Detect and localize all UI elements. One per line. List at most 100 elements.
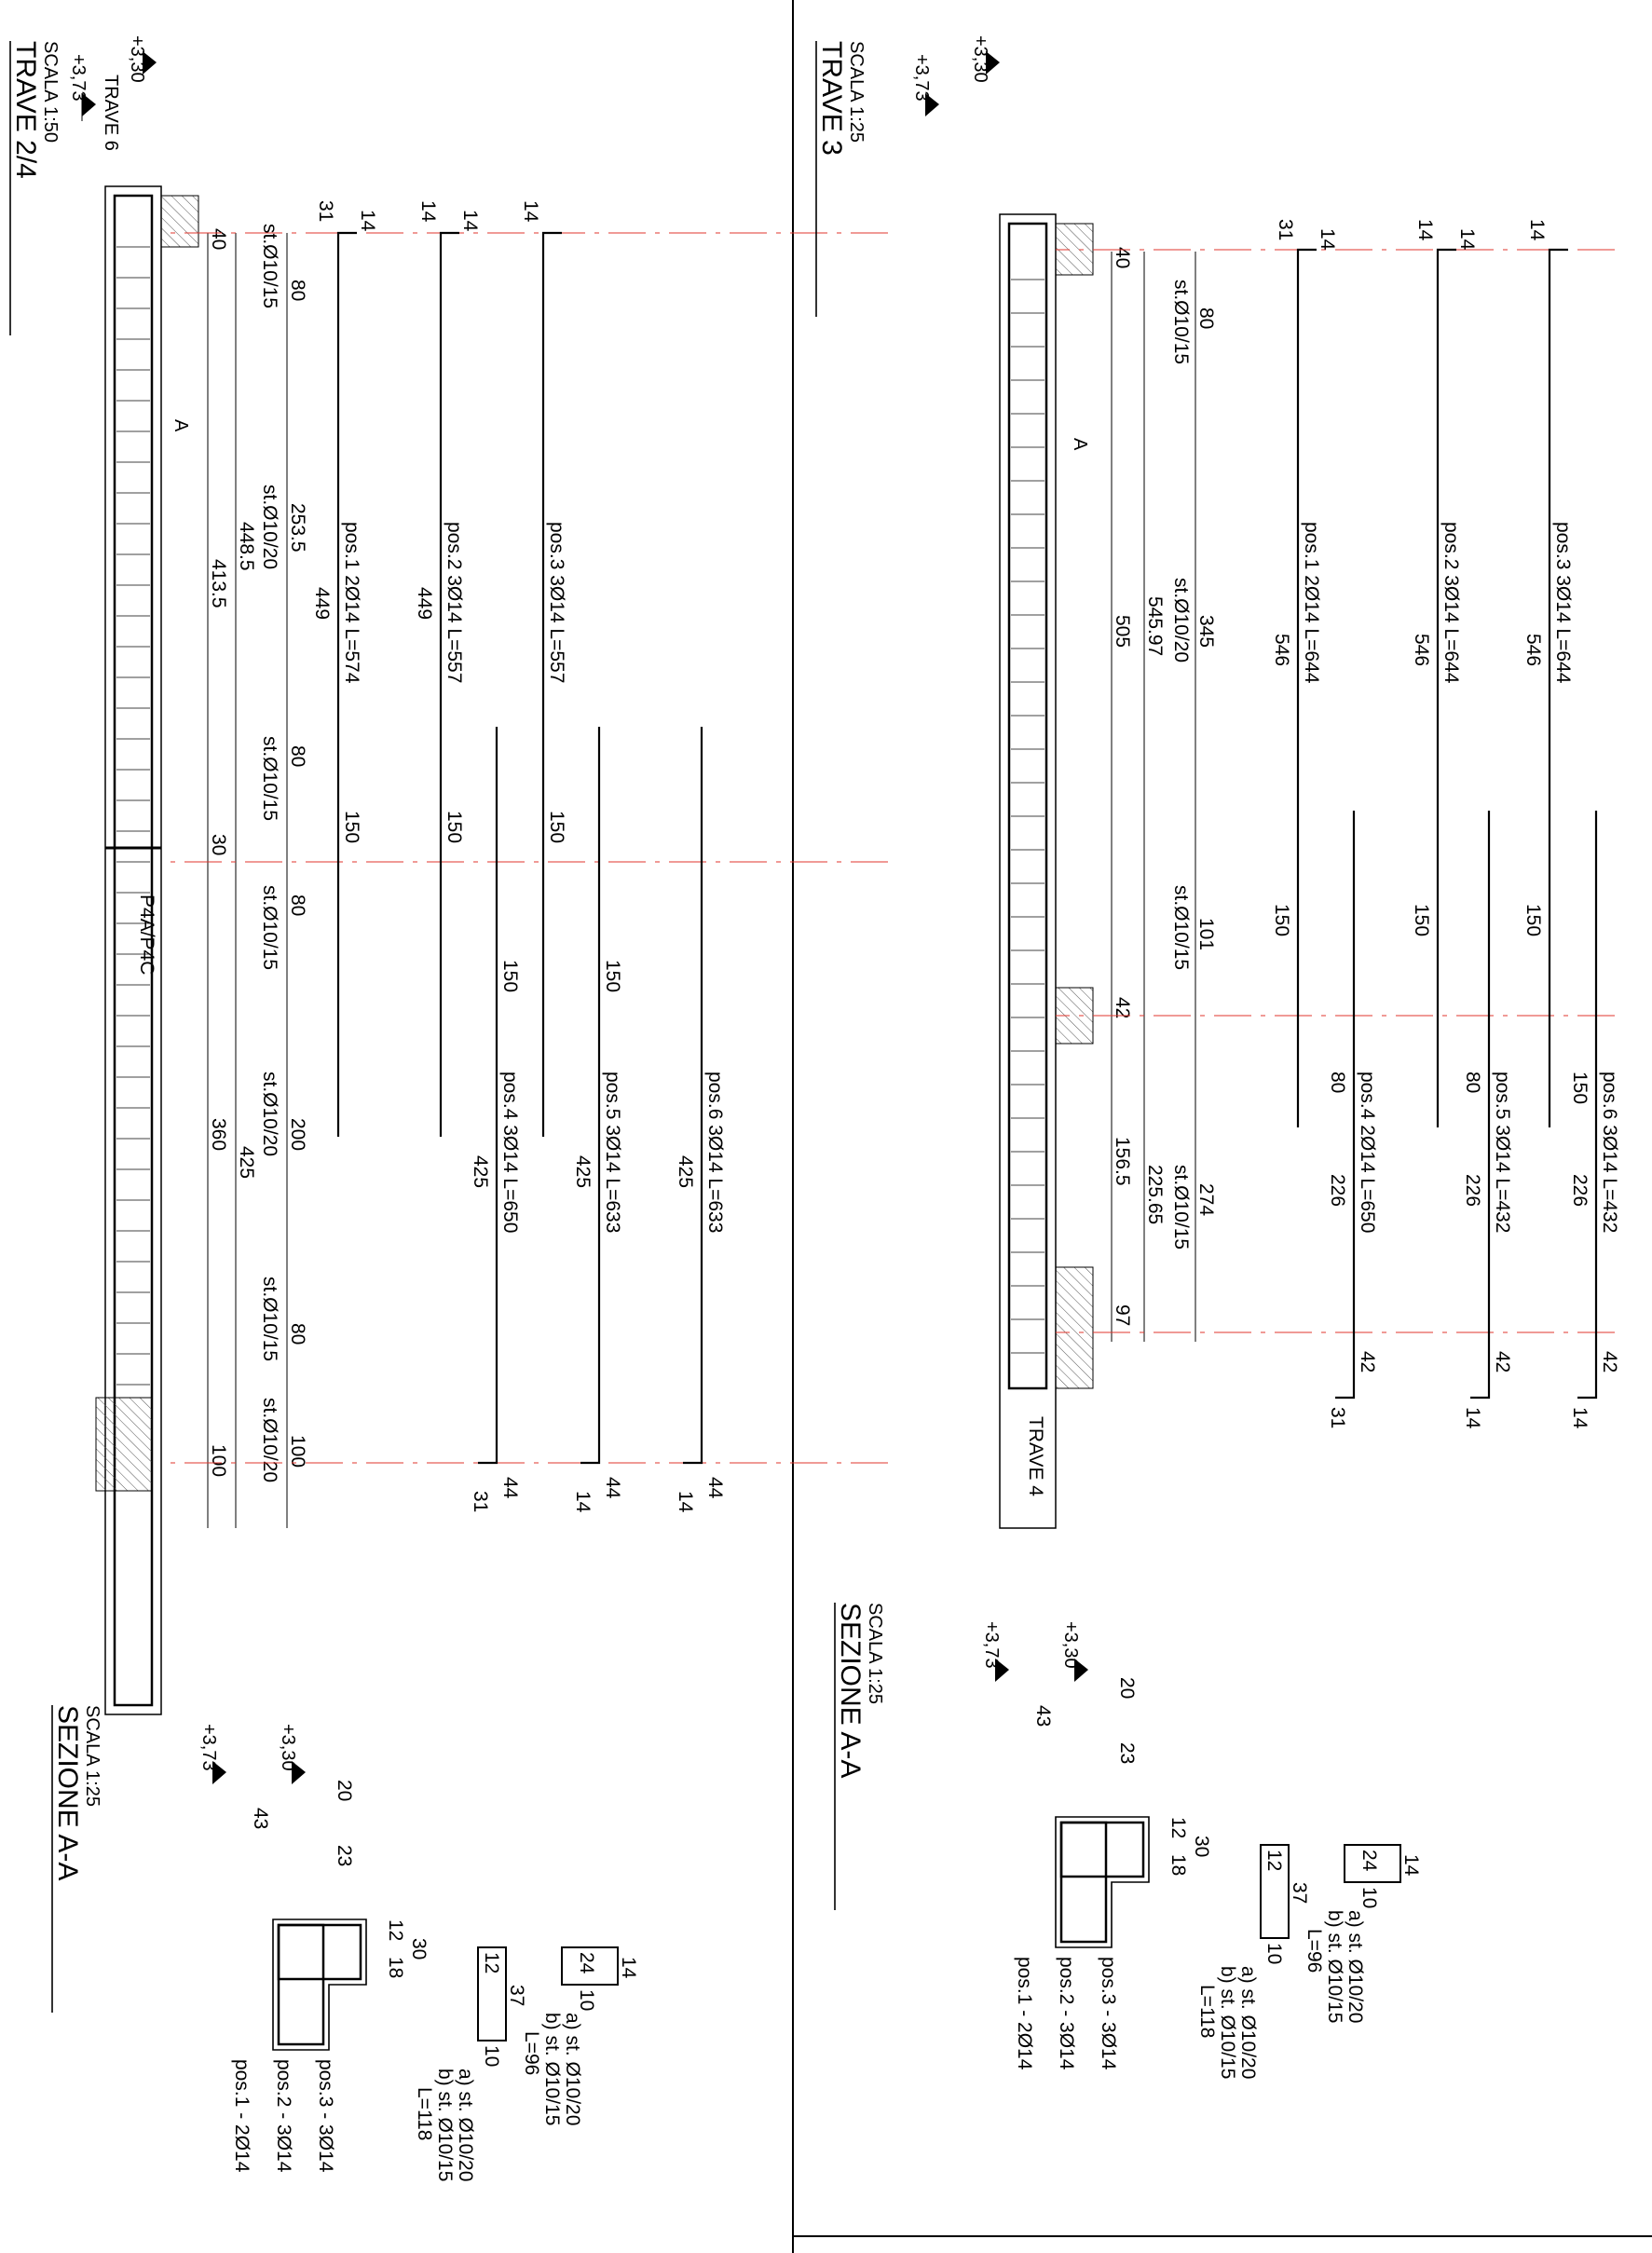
section-outline-0 — [272, 1918, 367, 2051]
stirrup-b-lab-3: st.Ø10/15 — [1170, 885, 1192, 970]
section-outline-1 — [1055, 1816, 1150, 1948]
stirrup-b-dim-2: 345 — [1195, 615, 1217, 648]
bottom-bar-lap-3: 150 — [1522, 904, 1544, 936]
stirrup-dim-1: 80 — [287, 280, 308, 301]
section-width-a-0: 20 — [334, 1780, 355, 1801]
bottom-bar-hook2-1: 14 — [1317, 228, 1338, 251]
bottom-bar-hook-1: 31 — [1275, 219, 1296, 240]
section-width-b-1: 23 — [1116, 1742, 1138, 1764]
dim-b-156-5: 156.5 — [1112, 1137, 1133, 1186]
section-level-bottom-0: +3,30 — [278, 1724, 298, 1771]
dim-b-97: 97 — [1112, 1304, 1133, 1326]
dim-40: 40 — [208, 228, 229, 250]
beam-3-elevation: TRAVE 4 A — [999, 213, 1094, 1529]
bottom-bar-pos-2: pos.2 3Ø14 L=644 — [1440, 522, 1462, 684]
section-depth-a-1: 12 — [1167, 1817, 1189, 1838]
beam-3-title: TRAVE 3 — [816, 41, 847, 156]
beam-3-group: TRAVE 3 SCALA 1:25 +3,73 +3,30 TRAV — [815, 35, 1620, 1529]
bottom-bar-pos-6: pos.6 3Ø14 L=432 — [1599, 1072, 1620, 1233]
bottom-bar-len-5: 226 — [1462, 1174, 1483, 1207]
bottom-bar-lap-1: 150 — [1271, 904, 1292, 936]
stirrup-dim-5: 200 — [287, 1118, 308, 1151]
beam-3-scale: SCALA 1:25 — [846, 41, 867, 143]
top-bar-pos-4: pos.4 3Ø14 L=650 — [499, 1072, 521, 1233]
beam-2-4-group: TRAVE 2/4 SCALA 1:50 +3,73 +3,30 TRAVE 6 — [9, 35, 888, 1715]
beam-3-dimensions: 40 505 42 156.5 97 545.97 225.65 — [1111, 247, 1166, 1342]
top-bar-hook2-2: 14 — [459, 210, 481, 232]
section-width-total-0: 43 — [250, 1808, 271, 1829]
stirrup-a-hook-1: 10 — [1263, 1943, 1285, 1964]
top-bar-lap-2: 150 — [444, 811, 465, 843]
bottom-bar-len-4: 226 — [1327, 1174, 1348, 1207]
top-bar-lap-5: 150 — [602, 960, 623, 992]
section-depth-b-0: 18 — [385, 1957, 406, 1978]
stirrup-b-dim-4: 274 — [1195, 1183, 1217, 1216]
stirrup-b-lab0-0: a) st. Ø10/20 — [562, 2013, 583, 2125]
stirrup-a-h-0: 12 — [481, 1952, 502, 1973]
stirrup-a-hook-0: 10 — [481, 2045, 502, 2067]
dim-448-5: 448.5 — [236, 522, 257, 571]
bottom-bar-pos-1: pos.1 2Ø14 L=644 — [1301, 522, 1322, 684]
section-rebar-label-0-1: pos.2 - 3Ø14 — [273, 2059, 294, 2173]
bottom-bar-pos-5: pos.5 3Ø14 L=432 — [1492, 1072, 1513, 1233]
top-bar-len-2: 449 — [414, 587, 435, 620]
stirrup-dim-6: 80 — [287, 1323, 308, 1345]
stirrup-b-w-0: 14 — [618, 1957, 639, 1979]
pillar-label: P4A/P4C — [136, 894, 157, 975]
top-bar-lower-5 — [580, 727, 601, 1465]
dim-413-5: 413.5 — [208, 559, 229, 608]
bottom-bar-hook-3: 14 — [1526, 219, 1548, 241]
bottom-bar-upper-1 — [1296, 248, 1317, 1127]
beam-2-4-stirrup-dims: 80 st.Ø10/15 253.5 st.Ø10/20 80 st.Ø10/1… — [259, 224, 308, 1528]
stirrup-b-dim-1: 80 — [1195, 307, 1217, 329]
bottom-bar-hook2-2: 14 — [1456, 228, 1478, 251]
top-bar-upper-1 — [336, 231, 357, 1137]
stirrup-b-len-1: L=96 — [1304, 1929, 1325, 1973]
section-level-top-1: +3,73 — [981, 1621, 1002, 1669]
section-width-total-1: 43 — [1032, 1705, 1054, 1727]
section-scale-0: SCALA 1:25 — [82, 1705, 102, 1807]
top-bar-hook-2: 14 — [417, 200, 439, 223]
bottom-bar-hook-2: 14 — [1414, 219, 1436, 241]
section-mark-a: A — [171, 419, 191, 432]
bottom-bar-end-4: 42 — [1357, 1351, 1378, 1372]
bottom-bar-pos-4: pos.4 2Ø14 L=650 — [1357, 1072, 1378, 1233]
dim-30: 30 — [208, 834, 229, 855]
bottom-bar-lap-5: 80 — [1462, 1072, 1483, 1093]
top-bar-pos-1: pos.1 2Ø14 L=574 — [341, 522, 362, 684]
stirrup-b-lab0-1: a) st. Ø10/20 — [1345, 1910, 1366, 2023]
section-depth-total-1: 30 — [1191, 1836, 1212, 1857]
top-bar-hook2-1: 14 — [357, 210, 378, 232]
stirrup-b-len-0: L=96 — [521, 2031, 542, 2075]
section-rebar-label-1-1: pos.2 - 3Ø14 — [1056, 1957, 1077, 2070]
bottom-bar-end-6: 42 — [1599, 1351, 1620, 1372]
section-level-bottom-1: +3,30 — [1060, 1621, 1081, 1669]
bottom-bar-upper-3 — [1548, 248, 1568, 1127]
section-rebar-label-1-2: pos.3 - 3Ø14 — [1098, 1957, 1119, 2070]
top-bar-endhook-6: 14 — [675, 1491, 696, 1513]
stirrup-b-w-1: 14 — [1400, 1854, 1422, 1877]
stirrup-a-w-1: 37 — [1289, 1882, 1310, 1904]
top-bar-len-5: 425 — [572, 1155, 594, 1188]
level-marker-top: +3,73 +3,30 TRAVE 6 — [68, 35, 157, 151]
section-depth-total-0: 30 — [408, 1938, 430, 1959]
top-bar-end-4: 44 — [499, 1477, 521, 1499]
top-bar-end-5: 44 — [602, 1477, 623, 1499]
bottom-bar-lower-5 — [1470, 811, 1491, 1400]
stirrup-a-lab1-0: b) st. Ø10/15 — [434, 2069, 456, 2181]
bottom-bar-lower-4 — [1335, 811, 1356, 1400]
stirrup-dim-3: 80 — [287, 745, 308, 767]
dim-b-505: 505 — [1112, 615, 1133, 648]
bottom-bar-lap-4: 80 — [1327, 1072, 1348, 1093]
bottom-bar-upper-2 — [1436, 248, 1456, 1127]
bottom-bar-lower-6 — [1577, 811, 1598, 1400]
beam-2-4-elevation: P4A/P4C A — [95, 185, 199, 1715]
top-bar-upper-2 — [439, 231, 459, 1137]
section-mark-a-b: A — [1070, 438, 1090, 451]
